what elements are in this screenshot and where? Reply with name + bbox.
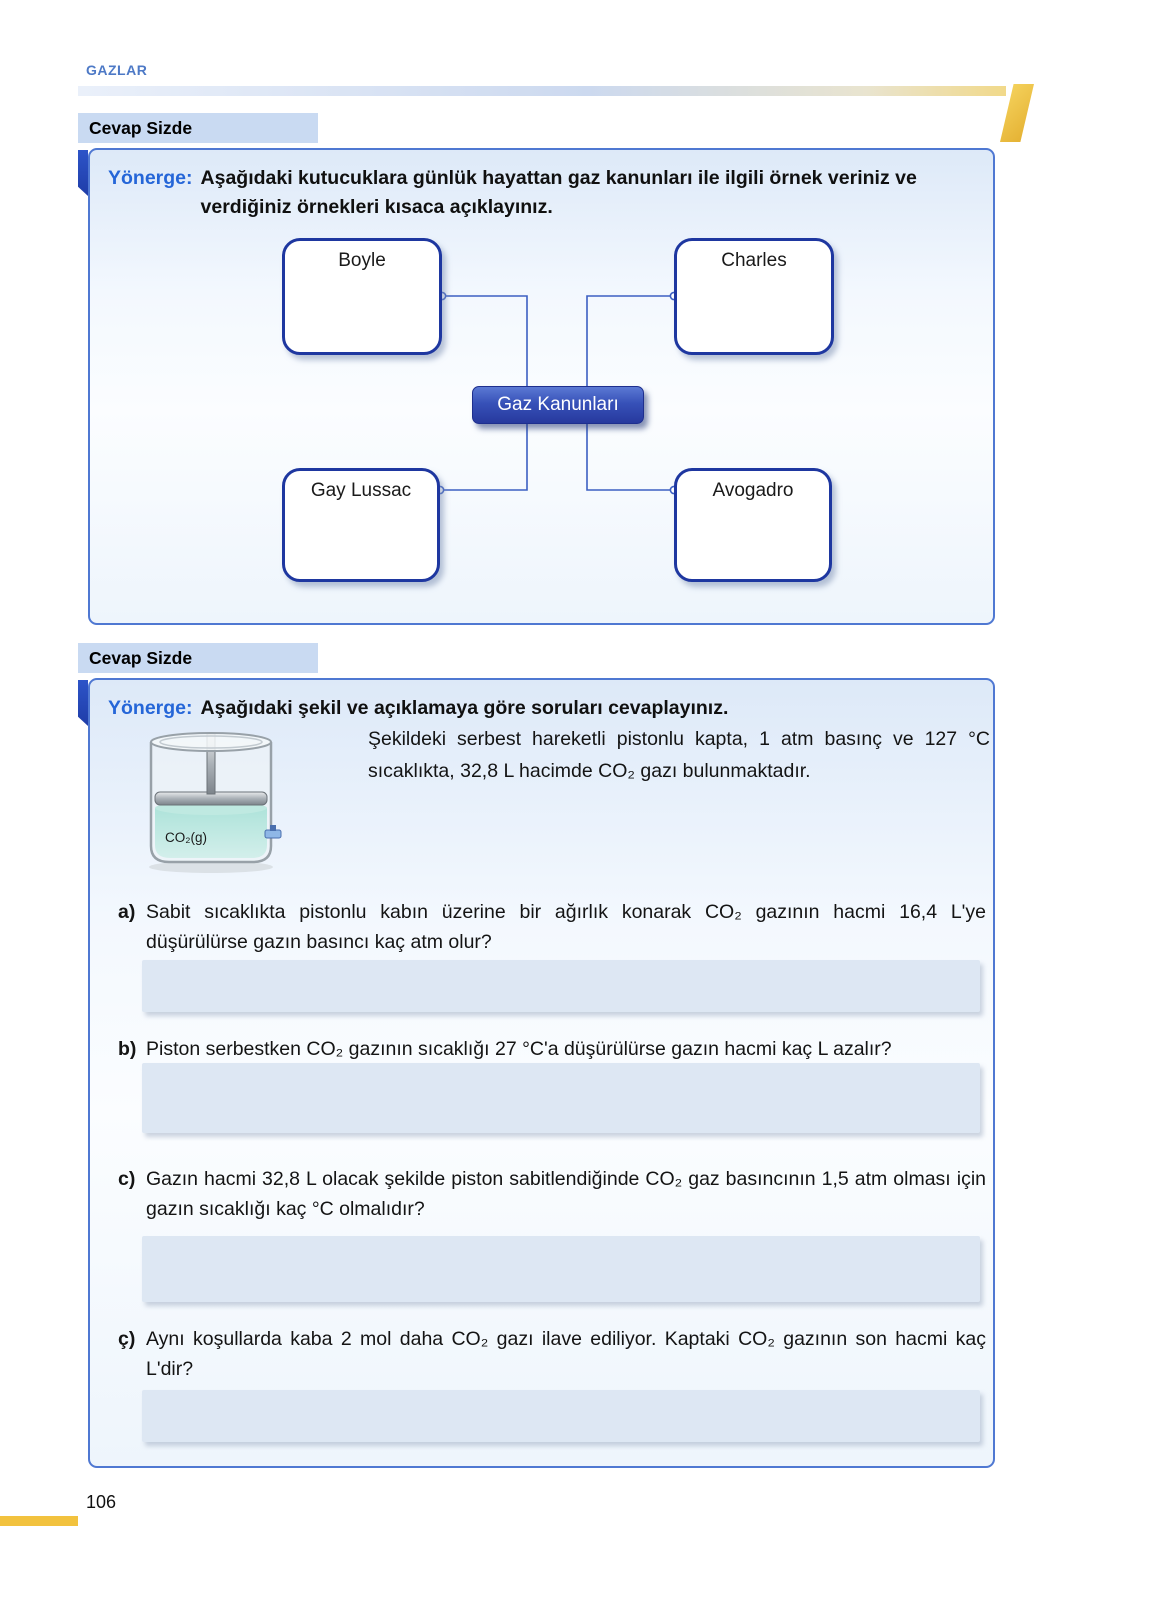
question-cc: ç) Aynı koşullarda kaba 2 mol daha CO₂ g…: [118, 1325, 986, 1384]
law-box-label: Avogadro: [712, 480, 794, 501]
law-box-boyle[interactable]: Boyle: [282, 238, 442, 355]
question-c: c) Gazın hacmi 32,8 L olacak şekilde pis…: [118, 1165, 986, 1224]
section2-bookmark-accent: [78, 680, 88, 726]
law-box-label: Gay Lussac: [310, 480, 412, 501]
section1-bookmark-accent: [78, 150, 88, 196]
answer-box-c[interactable]: [142, 1236, 980, 1302]
question-label: a): [118, 901, 136, 923]
section2-tab: Cevap Sizde: [78, 643, 318, 673]
section1-tab-label: Cevap Sizde: [89, 118, 193, 138]
footer-yellow-bar: [0, 1516, 78, 1526]
section2-panel: Yönerge: Aşağıdaki şekil ve açıklamaya g…: [88, 678, 995, 1468]
piston-container-figure: CO₂(g): [149, 732, 282, 873]
section2-tab-label: Cevap Sizde: [89, 648, 193, 668]
gas-region: [155, 808, 267, 858]
figure-shadow: [149, 861, 273, 873]
page-number: 106: [86, 1492, 117, 1512]
section1-panel: Yönerge: Aşağıdaki kutucuklara günlük ha…: [88, 148, 995, 625]
directive-label: Yönerge:: [108, 697, 193, 719]
section1-directive: Yönerge: Aşağıdaki kutucuklara günlük ha…: [108, 164, 974, 223]
question-label: c): [118, 1168, 136, 1190]
question-b: b) Piston serbestken CO₂ gazının sıcaklı…: [118, 1035, 986, 1065]
question-text: Piston serbestken CO₂ gazının sıcaklığı …: [146, 1038, 892, 1060]
answer-box-b[interactable]: [142, 1063, 980, 1133]
section2-directive: Yönerge: Aşağıdaki şekil ve açıklamaya g…: [108, 694, 974, 723]
header-rule: [78, 86, 1006, 96]
chapter-label: GAZLAR: [86, 62, 148, 78]
directive-label: Yönerge:: [108, 167, 193, 189]
section1-tab: Cevap Sizde: [78, 113, 318, 143]
question-text: Gazın hacmi 32,8 L olacak şekilde piston…: [146, 1168, 986, 1220]
law-box-label: Charles: [721, 250, 787, 271]
valve-icon: [264, 825, 282, 839]
question-text: Aynı koşullarda kaba 2 mol daha CO₂ gazı…: [146, 1328, 986, 1380]
figure-description: Şekildeki serbest hareketli pistonlu kap…: [368, 728, 990, 782]
directive-text: Aşağıdaki şekil ve açıklamaya göre sorul…: [200, 697, 729, 719]
gas-label: CO₂(g): [165, 830, 207, 845]
directive-text: Aşağıdaki kutucuklara günlük hayattan ga…: [200, 167, 917, 219]
question-label: b): [118, 1038, 137, 1060]
law-box-label: Boyle: [338, 250, 386, 271]
law-box-avogadro[interactable]: Avogadro: [674, 468, 832, 582]
law-box-gay-lussac[interactable]: Gay Lussac: [282, 468, 440, 582]
answer-box-a[interactable]: [142, 960, 980, 1012]
diagram-center-node: Gaz Kanunları: [472, 386, 644, 424]
question-a: a) Sabit sıcaklıkta pistonlu kabın üzeri…: [118, 898, 986, 957]
law-box-charles[interactable]: Charles: [674, 238, 834, 355]
question-text: Sabit sıcaklıkta pistonlu kabın üzerine …: [146, 901, 986, 953]
question-label: ç): [118, 1328, 136, 1350]
answer-box-cc[interactable]: [142, 1390, 980, 1442]
center-node-label: Gaz Kanunları: [497, 394, 619, 415]
